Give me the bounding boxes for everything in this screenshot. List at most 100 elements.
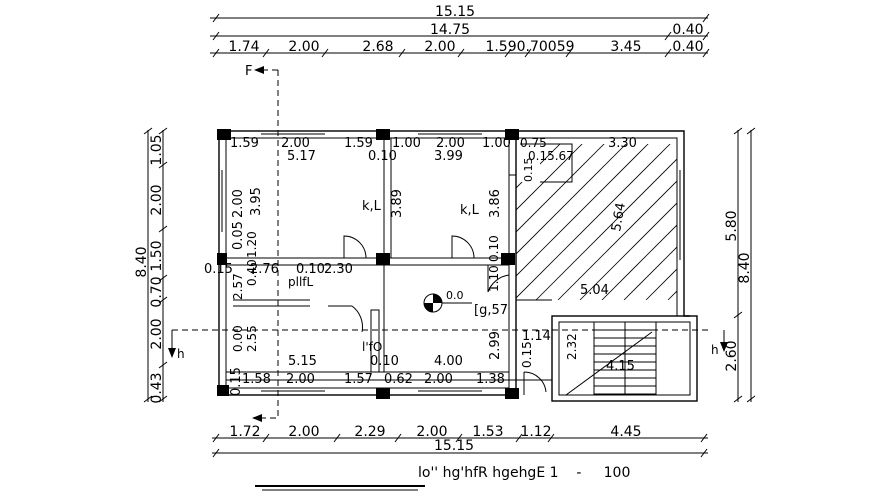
top-chain-dim-3: 2.68 xyxy=(362,39,393,55)
hatch-line xyxy=(601,144,677,300)
kitchen-1-label: k,L xyxy=(362,199,382,214)
hatch-line xyxy=(516,144,565,300)
hatch-line xyxy=(756,140,889,300)
room2-width-dim: 3.99 xyxy=(434,149,463,164)
bottom-chain-dim-1: 1.72 xyxy=(229,424,260,440)
mid-vert-dim-2: 0.10 xyxy=(487,235,501,262)
right-upper-dim: 5.80 xyxy=(724,210,740,241)
hatch-line xyxy=(516,144,653,300)
top-chain-dim-6: 3.45 xyxy=(610,39,641,55)
hatch-line xyxy=(516,144,675,300)
top-overall-dim: 15.15 xyxy=(435,4,475,20)
hatch-line xyxy=(690,140,850,300)
bath-label: pllfL xyxy=(288,275,314,289)
lobby-label: [g,57 xyxy=(474,303,508,318)
section-lines: F h h xyxy=(168,64,728,422)
top-chain-dim-2: 2.00 xyxy=(288,39,319,55)
room1-gap-dim: 0.10 xyxy=(368,149,397,164)
top-dimension-lines: 15.15 14.75 0.40 1.74 2.00 2.68 2.00 1.5… xyxy=(210,4,710,58)
hatch-line xyxy=(516,144,587,300)
room2-height-dim: 3.86 xyxy=(488,189,503,218)
stair-width-dim: 1.14 xyxy=(522,329,551,344)
right-top-dim: 3.30 xyxy=(608,136,637,151)
bottom-overall-dim: 15.15 xyxy=(434,438,474,454)
bottom-row-dim-5: 0.62 xyxy=(384,372,413,387)
row-top-dim-1: 1.59 xyxy=(230,136,259,151)
top-inner-offset-dim: 0.40 xyxy=(672,22,703,38)
hatch-line xyxy=(338,140,498,300)
bottom-dimension-lines: 1.72 2.00 2.29 2.00 1.53 1.12 4.45 15.15 xyxy=(212,424,708,458)
left-inner-dim-1: 3.95 xyxy=(249,187,264,216)
right-dimension-lines: 5.80 8.40 2.60 xyxy=(724,127,756,403)
bottom-chain-dim-6: 1.12 xyxy=(520,424,551,440)
right-overall-dim: 8.40 xyxy=(737,252,753,283)
section-mark-left: h xyxy=(177,347,185,361)
row-top-dim-6: 1.00 xyxy=(482,136,511,151)
left-chain-dim-4: 0.70 xyxy=(149,276,165,307)
hatch-line xyxy=(516,144,609,300)
mid-row-dim-3: 0.10 xyxy=(296,262,325,277)
bottom-row-dim-7: 1.38 xyxy=(476,372,505,387)
mid-row-dim-2: 2.76 xyxy=(250,262,279,277)
left-inner-dim-4: 1.20 xyxy=(245,231,259,258)
room1-height-dim: 3.89 xyxy=(390,189,405,218)
left-inner-dim-6: 2.57 xyxy=(231,273,245,300)
mid-vert-dim-1: 1.10 xyxy=(487,265,501,292)
bottom-room-height-1: 2.99 xyxy=(488,331,503,360)
hatched-void xyxy=(338,140,889,300)
stair-run-dim: 4.15 xyxy=(606,359,635,374)
level-value: 0.0 xyxy=(446,289,464,302)
level-marker: 0.0 xyxy=(423,289,472,313)
mid-row-dim-4: 2.30 xyxy=(324,262,353,277)
top-chain-dim-5: 1.590.70059 xyxy=(485,39,574,55)
row-top-dim-7: 0.75 xyxy=(520,136,547,150)
mini-dim-a: 0.15.67 xyxy=(528,149,574,163)
title-text: lo'' hg'hfR hgehgE 1 - 100 xyxy=(418,465,630,481)
bottom-row-dim-6: 2.00 xyxy=(424,372,453,387)
left-inner-dim-2: 2.00 xyxy=(231,189,246,218)
section-mark-top: F xyxy=(245,64,252,79)
room1-width-dim: 5.17 xyxy=(287,149,316,164)
row-top-dim-5: 2.00 xyxy=(436,136,465,151)
hatch-line xyxy=(516,144,631,300)
staircase xyxy=(565,321,657,396)
row-top-dim-2: 2.00 xyxy=(281,136,310,151)
bottom-room-width-1: 5.15 xyxy=(288,354,317,369)
bottom-chain-dim-7: 4.45 xyxy=(610,424,641,440)
hatch-line xyxy=(579,144,677,300)
hatch-line xyxy=(535,144,677,300)
bottom-row-dim-2: 1.58 xyxy=(242,372,271,387)
windows xyxy=(221,133,681,392)
bottom-row-dim-4: 1.57 xyxy=(344,372,373,387)
bottom-room-height-2: 0.15 xyxy=(520,341,534,368)
hatch-line xyxy=(734,140,889,300)
left-chain-dim-1: 1.05 xyxy=(149,134,165,165)
top-chain-dim-4: 2.00 xyxy=(424,39,455,55)
left-chain-dim-6: 0.43 xyxy=(149,372,165,403)
right-lower-dim: 2.60 xyxy=(724,340,740,371)
top-chain-dim-1: 1.74 xyxy=(228,39,259,55)
bottom-chain-dim-4: 2.00 xyxy=(416,424,447,440)
left-chain-dim-3: 1.50 xyxy=(149,240,165,271)
diag-dim: 5.64 xyxy=(609,202,629,233)
structural-columns xyxy=(217,129,519,399)
bottom-room-gap: 0.10 xyxy=(370,354,399,369)
left-overall-dim: 8.40 xyxy=(134,246,150,277)
landing-dim: 5.04 xyxy=(580,283,609,298)
left-inner-dim-8: 0.00 xyxy=(231,325,245,352)
mid-row-dim-1: 0.15 xyxy=(204,262,233,277)
left-dimension-lines: 8.40 1.05 2.00 1.50 0.70 2.00 0.43 xyxy=(134,127,168,404)
bottom-row-dim-3: 2.00 xyxy=(286,372,315,387)
top-inner-dim: 14.75 xyxy=(430,22,470,38)
row-top-dim-4: 1.00 xyxy=(392,136,421,151)
bottom-chain-dim-5: 1.53 xyxy=(472,424,503,440)
mini-dim-b: 0.15 xyxy=(522,158,535,183)
section-mark-right: h xyxy=(711,343,719,357)
kitchen-2-label: k,L xyxy=(460,203,480,218)
hatch-line xyxy=(516,144,543,300)
room-annotations: 1.59 2.00 1.59 1.00 2.00 1.00 0.75 5.17 … xyxy=(204,136,637,396)
left-chain-dim-2: 2.00 xyxy=(149,184,165,215)
stair-height-dim: 2.32 xyxy=(565,333,579,360)
top-chain-dim-7: 0.40 xyxy=(672,39,703,55)
